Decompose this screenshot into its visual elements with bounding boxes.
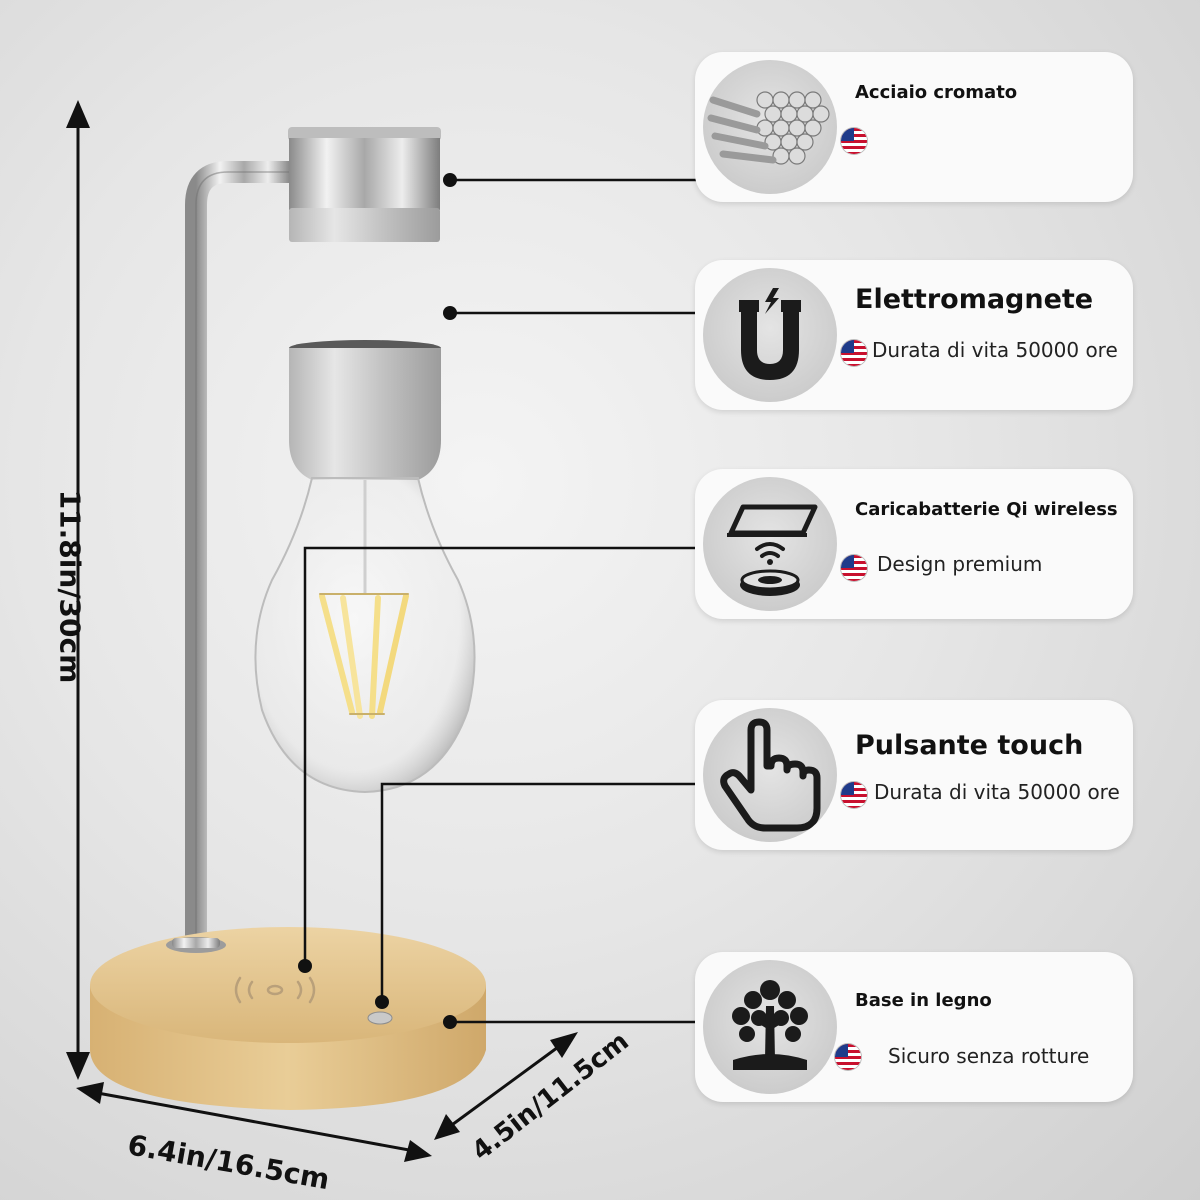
feature-card-wooden-base: Base in legno Sicuro senza rotture bbox=[695, 952, 1133, 1102]
touch-button bbox=[367, 1011, 393, 1025]
us-flag-icon bbox=[835, 1044, 861, 1070]
feature-card-wireless-charger: Caricabatterie Qi wireless Design premiu… bbox=[695, 469, 1133, 619]
feature-title: Caricabatterie Qi wireless bbox=[855, 499, 1118, 520]
feature-title: Base in legno bbox=[855, 990, 992, 1011]
feature-card-electromagnet: Elettromagnete Durata di vita 50000 ore bbox=[695, 260, 1133, 410]
us-flag-icon bbox=[841, 555, 867, 581]
height-label: 11.8in/30cm bbox=[53, 489, 87, 684]
wireless-charger-icon bbox=[703, 477, 837, 611]
feature-subtitle: Design premium bbox=[877, 552, 1043, 576]
width-dimension-arrow bbox=[76, 1082, 432, 1162]
feature-subtitle: Durata di vita 50000 ore bbox=[872, 338, 1118, 362]
touch-hand-icon bbox=[703, 708, 837, 842]
connector-dots bbox=[298, 173, 457, 1029]
electromagnet-top bbox=[288, 127, 441, 242]
feature-card-chrome-steel: Acciaio cromato bbox=[695, 52, 1133, 202]
led-filaments bbox=[319, 593, 409, 719]
feature-card-touch-button: Pulsante touch Durata di vita 50000 ore bbox=[695, 700, 1133, 850]
height-dimension-arrow bbox=[66, 100, 90, 1080]
glass-bulb bbox=[254, 477, 476, 794]
chrome-stand bbox=[185, 161, 292, 945]
feature-subtitle: Durata di vita 50000 ore bbox=[874, 780, 1120, 804]
us-flag-icon bbox=[841, 782, 867, 808]
connector-lines bbox=[303, 178, 720, 1024]
feature-title: Pulsante touch bbox=[855, 730, 1084, 761]
charging-symbol bbox=[234, 976, 316, 1004]
bulb-cap bbox=[289, 340, 441, 480]
us-flag-icon bbox=[841, 340, 867, 366]
feature-title: Elettromagnete bbox=[855, 284, 1094, 315]
depth-dimension-arrow bbox=[434, 1032, 578, 1140]
tree-icon bbox=[703, 960, 837, 1094]
magnet-icon bbox=[703, 268, 837, 402]
feature-subtitle: Sicuro senza rotture bbox=[888, 1044, 1090, 1068]
wooden-base bbox=[90, 927, 486, 1110]
chrome-rods-icon bbox=[703, 60, 837, 194]
feature-title: Acciaio cromato bbox=[855, 82, 1018, 103]
us-flag-icon bbox=[841, 128, 867, 154]
